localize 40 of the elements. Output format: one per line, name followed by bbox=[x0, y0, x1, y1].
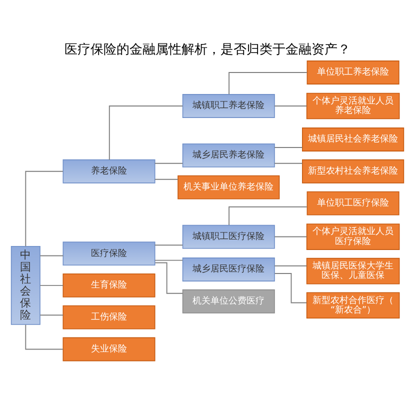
node-box: 城乡居民养老保险 bbox=[182, 142, 275, 167]
connector bbox=[40, 314, 64, 316]
connector bbox=[274, 105, 308, 106]
connector bbox=[228, 72, 308, 94]
node-box: 医疗保险 bbox=[62, 241, 156, 265]
node-box: 城镇职工养老保险 bbox=[182, 94, 275, 118]
connector bbox=[154, 244, 184, 246]
connector bbox=[40, 254, 64, 256]
node-box: 工伤保险 bbox=[62, 304, 156, 329]
connector bbox=[154, 259, 184, 260]
connector bbox=[40, 284, 64, 286]
connector bbox=[25, 324, 64, 350]
node-box: 城乡居民医疗保险 bbox=[182, 257, 275, 281]
node-box: 机关事业单位养老保险 bbox=[178, 174, 280, 199]
node-box: 单位职工养老保险 bbox=[306, 60, 400, 84]
node-box: 城镇职工医疗保险 bbox=[182, 224, 275, 248]
node-box: 新型农村合作医疗（“新农合”） bbox=[306, 292, 400, 318]
connector bbox=[154, 262, 184, 294]
node-box: 个体户灵活就业人员养老保险 bbox=[306, 92, 400, 119]
node-box: 个体户灵活就业人员医疗保险 bbox=[306, 223, 400, 250]
node-box: 新型农村社会养老保险 bbox=[302, 158, 404, 183]
connector bbox=[228, 206, 308, 225]
node-box: 单位职工医疗保险 bbox=[306, 190, 400, 215]
connector bbox=[274, 264, 308, 266]
connector bbox=[25, 170, 64, 246]
node-box: 生育保险 bbox=[62, 272, 156, 297]
node-box: 中国社会保险 bbox=[10, 245, 40, 324]
connector bbox=[154, 162, 184, 164]
connector bbox=[274, 146, 303, 148]
node-box: 失业保险 bbox=[62, 336, 156, 361]
connector bbox=[108, 105, 184, 160]
connector bbox=[274, 272, 307, 303]
node-box: 机关单位公费医疗 bbox=[182, 288, 275, 313]
connector bbox=[274, 162, 303, 164]
connector bbox=[274, 236, 308, 237]
node-box: 城镇居民医保大学生医保、儿童医保 bbox=[306, 257, 400, 284]
node-box: 养老保险 bbox=[62, 158, 156, 183]
connector bbox=[154, 178, 178, 180]
node-box: 城镇居民社会养老保险 bbox=[302, 127, 404, 151]
diagram-title: 医疗保险的金融属性解析，是否归类于金融资产？ bbox=[64, 42, 350, 58]
